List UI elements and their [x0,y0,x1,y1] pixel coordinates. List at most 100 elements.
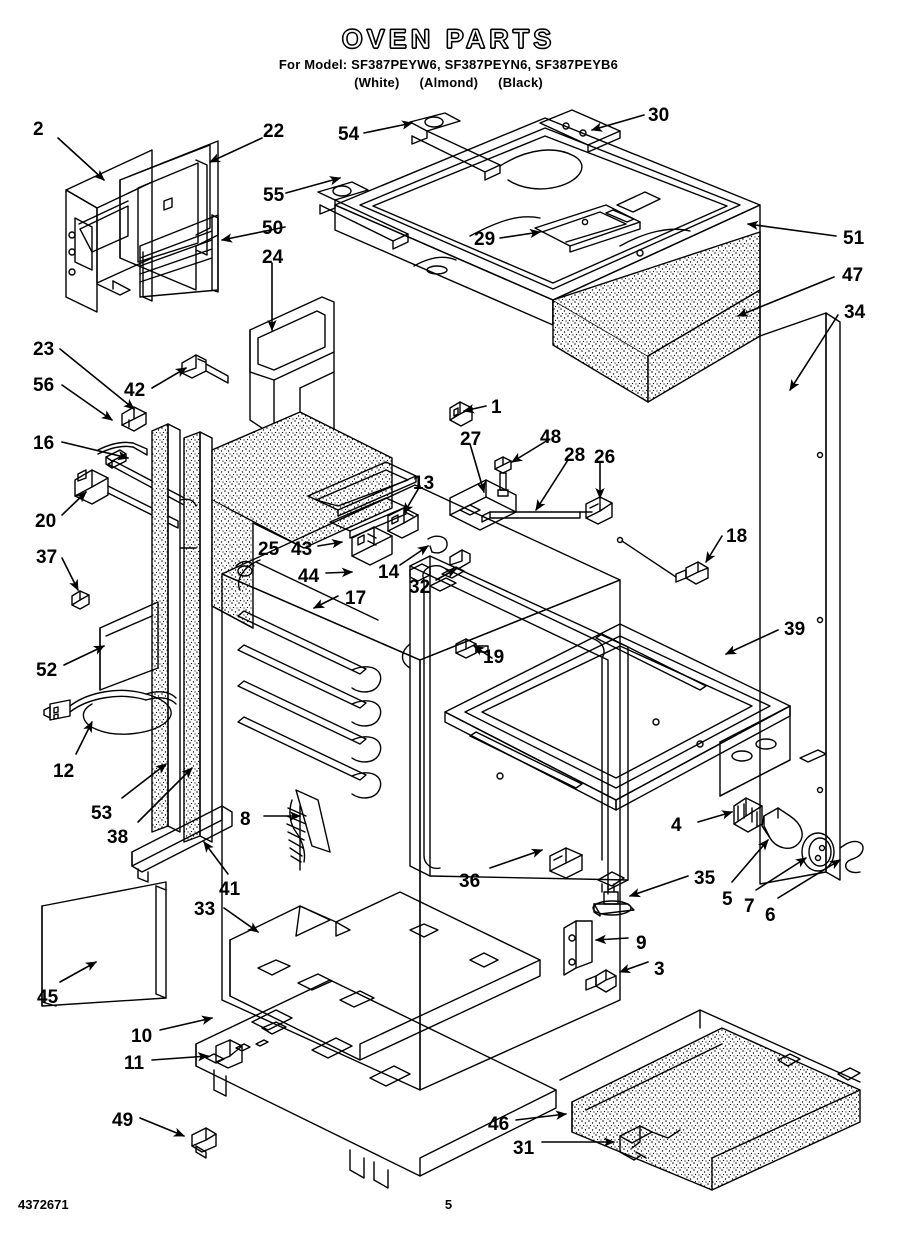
leader-41 [203,841,229,875]
part-5-handle-pull [761,807,803,849]
callout-number-17: 17 [345,588,367,609]
leader-9 [594,934,629,945]
callout-number-44: 44 [298,566,320,587]
finish-almond: (Almond) [419,74,479,90]
callout-number-13: 13 [413,473,435,494]
part-54-burner-bracket-b [317,181,409,250]
bottom-right-rail-detail [559,1009,861,1083]
leader-2 [57,137,105,181]
leader-33 [223,907,259,933]
oven-front-frame [409,555,629,891]
leader-50 [220,226,286,243]
leader-23 [59,348,135,410]
leader-20 [61,491,87,516]
callout-number-34: 34 [844,302,866,323]
part-22-panel-cover [119,140,219,302]
leader-7 [755,857,807,891]
leader-54 [363,120,414,134]
leader-11 [151,1052,210,1062]
callout-number-10: 10 [131,1026,153,1047]
leader-lines [57,114,841,1147]
leader-48 [511,439,549,463]
callout-number-49: 49 [112,1110,134,1131]
callout-number-26: 26 [594,447,616,468]
leader-53 [121,763,167,799]
leader-3 [618,961,649,974]
part-41-bottom-rail [131,805,233,883]
document-number: 4372671 [18,1197,69,1212]
leader-6 [777,859,841,899]
part-11-bracket-tab [215,1021,287,1069]
leader-14 [399,545,429,566]
callout-number-23: 23 [33,339,55,360]
callout-number-30: 30 [648,105,670,126]
leader-46 [515,1110,568,1121]
leader-10 [159,1015,214,1031]
part-14-retainer-clip [427,535,448,554]
leader-19 [473,645,493,659]
callout-number-8: 8 [240,809,251,830]
callout-number-50: 50 [262,218,284,239]
callout-number-20: 20 [35,511,57,532]
callout-number-22: 22 [263,121,285,142]
leader-12 [75,720,93,755]
part-35-leveling-leg [592,871,635,917]
page-footer: 4372671 5 [0,1197,897,1213]
finish-black: (Black) [498,74,543,90]
part-43-relay-block [351,526,393,566]
callout-number-42: 42 [124,380,146,401]
callout-number-19: 19 [483,647,505,668]
callout-number-9: 9 [636,933,647,954]
part-49-clip [191,1127,217,1159]
leader-5 [731,839,769,883]
part-33-bottom-frame [229,891,541,1061]
callout-number-1: 1 [491,397,502,418]
callout-number-25: 25 [258,539,280,560]
part-8-door-spring [286,789,331,871]
part-29-burner-baffle [534,204,641,253]
part-2-control-panel-frame [65,149,153,313]
part-10-11-lower-panel [195,979,557,1189]
callout-number-53: 53 [91,803,113,824]
part-50-vent-grille [139,214,219,298]
part-18-screw [616,536,709,585]
leader-37 [61,557,79,592]
callout-number-36: 36 [459,871,481,892]
part-31-bracket [619,1125,681,1161]
callout-number-48: 48 [540,427,562,448]
part-53-38-left-uprights [151,423,213,843]
callout-number-5: 5 [722,889,733,910]
leader-32 [435,568,457,581]
callout-number-46: 46 [488,1114,510,1135]
callout-number-43: 43 [291,539,313,560]
finish-line: (White) (Almond) (Black) [0,73,897,90]
part-47-rear-insulation [552,231,761,403]
callout-number-55: 55 [263,185,285,206]
finish-white: (White) [354,74,400,90]
callout-number-3: 3 [654,959,665,980]
part-4-knob [733,797,763,833]
callout-number-51: 51 [843,228,865,249]
oven-rack-supports [237,610,382,799]
part-20-terminal-block [74,469,179,529]
part-26-bracket [585,496,613,525]
part-37-nut [71,590,90,610]
leader-18 [705,535,723,563]
part-54-burner-bracket-a [409,112,501,181]
callout-number-29: 29 [474,229,496,250]
part-25-edge [235,560,255,577]
part-1-clip [449,401,473,427]
part-16-probe [105,449,191,506]
leader-56 [61,384,113,421]
part-52-side-panel [99,601,159,691]
leader-27 [469,443,486,494]
part-46-bottom-rail-right [571,1027,861,1191]
cooktop-surface-detail [413,149,691,275]
callout-number-2: 2 [33,119,44,140]
diagram-header: OVEN PARTS For Model: SF387PEYW6, SF387P… [0,0,897,90]
callout-number-12: 12 [53,761,75,782]
part-48-screw [494,456,512,497]
